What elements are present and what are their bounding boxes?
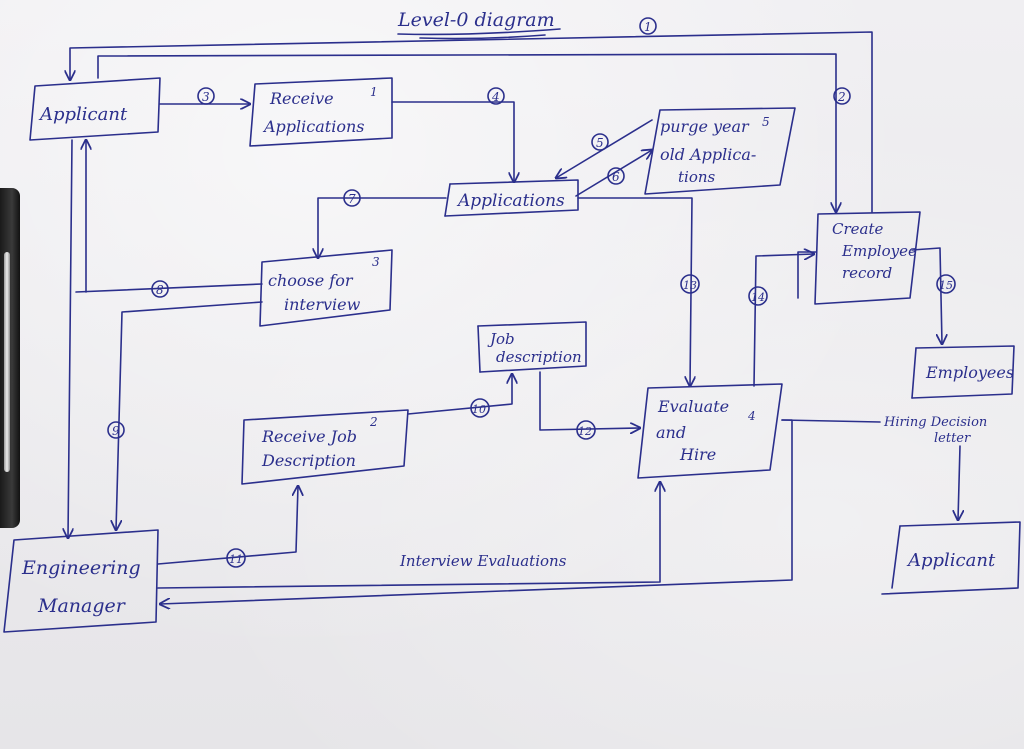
flow-6-line <box>575 150 652 197</box>
evaluate-line2: and <box>656 423 686 442</box>
flow-14-circle <box>748 286 768 306</box>
flow-13-circle <box>680 274 700 294</box>
purge-line3: tions <box>678 168 716 186</box>
flow-13-line <box>577 197 692 386</box>
choose-number: 3 <box>372 255 380 269</box>
flow-7-label: 7 <box>348 192 356 206</box>
receive-applications-number: 1 <box>370 85 378 99</box>
employees-store-label: Employees <box>925 363 1014 382</box>
flow-7-circle <box>343 189 361 207</box>
binder-clip <box>0 188 20 528</box>
receive-job-line1: Receive Job <box>261 427 357 446</box>
evaluate-number: 4 <box>747 409 756 423</box>
receive-job-number: 2 <box>369 415 378 429</box>
evaluate-line1: Evaluate <box>657 397 729 416</box>
flow-9-line <box>116 301 263 530</box>
hiring-decision-label-2: letter <box>934 431 971 446</box>
flow-15-circle <box>936 274 956 294</box>
flow-5-label: 5 <box>596 136 604 150</box>
flow-3-circle <box>197 87 215 105</box>
employees-data-store: Employees <box>911 345 1015 399</box>
flow-10-circle <box>470 398 490 418</box>
engineering-manager-line2: Manager <box>37 595 127 617</box>
engineering-manager-line1: Engineering <box>21 557 141 579</box>
engineering-manager-entity: Engineering Manager <box>3 529 159 633</box>
flow-7-line <box>318 197 447 258</box>
applicant-entity-top: Applicant <box>29 77 161 141</box>
flow-9-circle <box>107 421 125 439</box>
flow-14-label: 14 <box>751 291 765 304</box>
job-description-line2: description <box>496 348 582 366</box>
receive-applications-process: Receive Applications 1 <box>249 77 393 147</box>
receive-job-line2: Description <box>261 451 356 470</box>
applications-data-store: Applications <box>444 179 579 217</box>
create-employee-record-process: Create Employee record <box>814 211 921 305</box>
create-employee-line2: Employee <box>841 242 917 260</box>
interview-evaluations-line <box>157 482 660 589</box>
job-description-line1: Job <box>487 330 515 348</box>
flow-8-label: 8 <box>156 283 164 297</box>
flow-10-line <box>407 374 512 415</box>
flow-9-label: 9 <box>112 424 120 438</box>
flow-14-line <box>753 254 814 387</box>
job-description-data-store: Job description <box>477 321 587 373</box>
evaluate-line3: Hire <box>679 445 716 464</box>
flow-1-label: 1 <box>644 20 652 34</box>
evaluate-to-manager-line <box>160 419 793 604</box>
flow-3-label: 3 <box>202 90 210 104</box>
applicant-top-label: Applicant <box>38 104 128 125</box>
applicant-to-manager-line <box>68 139 72 538</box>
flow-4-circle <box>487 87 505 105</box>
connector-small <box>797 251 817 299</box>
flow-6-label: 6 <box>612 170 620 184</box>
receive-applications-line1: Receive <box>269 89 334 108</box>
flow-11-line <box>157 486 298 565</box>
flow-2-circle <box>833 87 851 105</box>
create-employee-line3: record <box>842 264 892 282</box>
flow-11-circle <box>226 548 246 568</box>
flow-11-label: 11 <box>229 553 243 566</box>
flow-2-line <box>97 53 836 212</box>
applications-store-label: Applications <box>456 191 565 211</box>
flow-5-circle <box>591 133 609 151</box>
flow-2-label: 2 <box>837 90 846 104</box>
choose-line1: choose for <box>268 271 354 290</box>
applicant-bottom-label: Applicant <box>906 550 996 571</box>
diagram-title: Level-0 diagram <box>397 9 555 31</box>
flow-4-label: 4 <box>491 90 500 104</box>
flow-12-label: 12 <box>578 425 592 438</box>
title-underline <box>397 28 561 36</box>
flow-12-circle <box>576 420 596 440</box>
flow-13-label: 13 <box>683 279 697 292</box>
flow-8-circle <box>151 280 169 298</box>
purge-number: 5 <box>762 115 770 129</box>
hiring-decision-down-line <box>958 445 960 520</box>
flow-4-line <box>391 101 514 182</box>
flow-6-circle <box>607 167 625 185</box>
receive-applications-line2: Applications <box>262 117 364 136</box>
choose-line2: interview <box>284 295 361 314</box>
hiring-decision-line <box>781 419 881 423</box>
flow-10-label: 10 <box>472 403 486 416</box>
receive-job-description-process: Receive Job Description 2 <box>241 409 409 485</box>
flow-1-circle <box>639 17 657 35</box>
purge-line1: purge year <box>660 117 750 136</box>
flow-15-label: 15 <box>939 279 953 292</box>
applicant-entity-bottom: Applicant <box>881 521 1021 595</box>
purge-old-applications-process: purge year old Applica- tions 5 <box>644 107 796 195</box>
interview-evaluations-label: Interview Evaluations <box>399 552 567 570</box>
binder-clip-bar <box>4 252 10 472</box>
flow-12-line <box>539 371 640 430</box>
flow-8-line <box>75 283 263 293</box>
evaluate-and-hire-process: Evaluate and Hire 4 <box>637 383 783 479</box>
purge-line2: old Applica- <box>660 145 756 164</box>
flow-15-line <box>911 247 942 344</box>
title-underline-2 <box>419 34 546 40</box>
flow-1-line <box>70 31 873 213</box>
hiring-decision-label-1: Hiring Decision <box>883 415 987 430</box>
choose-for-interview-process: choose for interview 3 <box>259 249 393 327</box>
create-employee-line1: Create <box>832 220 883 238</box>
